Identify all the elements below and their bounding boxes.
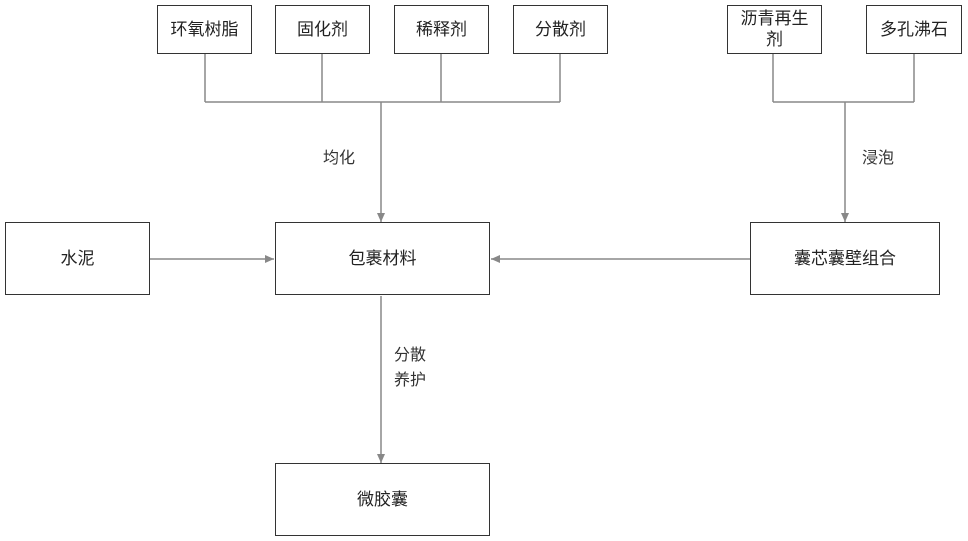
edge-label-disperse: 分散	[390, 344, 430, 366]
node-core-wall-combination: 囊芯囊壁组合	[750, 222, 940, 295]
node-porous-zeolite: 多孔沸石	[866, 5, 962, 54]
node-coating-material: 包裹材料	[275, 222, 490, 295]
node-asphalt-rejuvenator: 沥青再生剂	[727, 5, 822, 54]
edge-label-cure: 养护	[390, 369, 430, 391]
edge-label-soak: 浸泡	[862, 147, 894, 169]
node-diluent: 稀释剂	[394, 5, 489, 54]
node-curing-agent: 固化剂	[275, 5, 370, 54]
node-dispersant: 分散剂	[513, 5, 608, 54]
node-cement: 水泥	[5, 222, 150, 295]
node-epoxy-resin: 环氧树脂	[157, 5, 252, 54]
node-microcapsule: 微胶囊	[275, 463, 490, 536]
edge-label-homogenize: 均化	[323, 147, 355, 169]
